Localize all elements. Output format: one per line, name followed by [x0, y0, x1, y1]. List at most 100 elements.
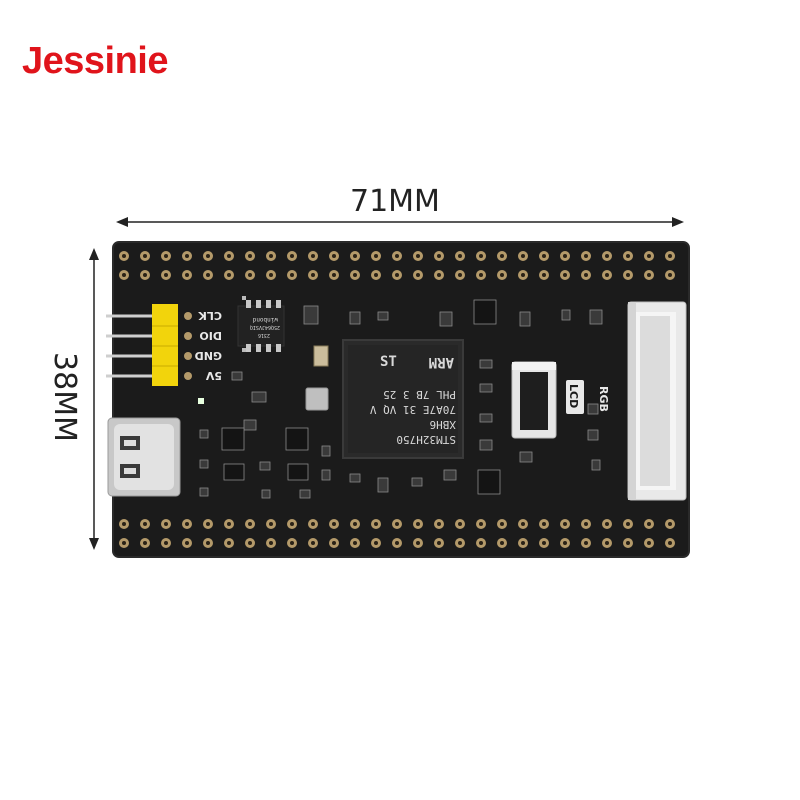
- gpio-pad-hole: [290, 522, 294, 526]
- smd-component: [251, 391, 267, 403]
- gpio-pad-rows: [119, 251, 675, 548]
- gpio-pad-hole: [164, 522, 168, 526]
- gpio-pad-hole: [605, 254, 609, 258]
- gpio-pad-hole: [521, 541, 525, 545]
- gpio-pad-hole: [416, 254, 420, 258]
- pin-label-dio: DIO: [199, 329, 222, 342]
- gpio-pad-hole: [563, 541, 567, 545]
- smd-component: [377, 311, 389, 321]
- gpio-pad-hole: [122, 273, 126, 277]
- rgb-label: RGB: [597, 386, 610, 412]
- gpio-pad-hole: [290, 541, 294, 545]
- gpio-pad-hole: [206, 541, 210, 545]
- gpio-pad-hole: [584, 522, 588, 526]
- gpio-pad-hole: [311, 522, 315, 526]
- smd-component: [587, 429, 599, 441]
- gpio-pad-hole: [122, 254, 126, 258]
- gpio-pad-hole: [542, 522, 546, 526]
- pin-label-clk: CLK: [198, 309, 222, 322]
- gpio-pad-hole: [311, 273, 315, 277]
- gpio-pad-hole: [458, 522, 462, 526]
- smd-component: [223, 463, 245, 481]
- smd-component: [591, 459, 601, 471]
- smd-component: [321, 445, 331, 457]
- smd-component: [519, 451, 533, 463]
- gpio-pad-hole: [479, 273, 483, 277]
- gpio-pad-hole: [647, 254, 651, 258]
- gpio-pad-hole: [458, 254, 462, 258]
- smd-component: [199, 429, 209, 439]
- gpio-pad-hole: [269, 541, 273, 545]
- gpio-pad-hole: [605, 541, 609, 545]
- gpio-pad-hole: [626, 522, 630, 526]
- smd-component: [221, 427, 245, 451]
- gpio-pad-hole: [395, 522, 399, 526]
- gpio-pad-hole: [437, 522, 441, 526]
- gpio-pad-hole: [500, 522, 504, 526]
- gpio-pad-hole: [668, 273, 672, 277]
- smd-component: [303, 305, 319, 325]
- flash-chip-brand: winbond: [252, 316, 278, 323]
- gpio-pad-hole: [521, 522, 525, 526]
- gpio-pad-hole: [542, 541, 546, 545]
- smd-component: [287, 463, 309, 481]
- gpio-pad-hole: [584, 541, 588, 545]
- smd-component: [299, 489, 311, 499]
- gpio-pad-hole: [437, 541, 441, 545]
- pin-label-5v: 5V: [205, 369, 222, 382]
- gpio-pad-hole: [542, 273, 546, 277]
- smd-component: [479, 383, 493, 393]
- smd-component: [259, 461, 271, 471]
- gpio-pad-hole: [437, 254, 441, 258]
- gpio-pad-hole: [584, 273, 588, 277]
- gpio-pad-hole: [647, 541, 651, 545]
- gpio-pad-hole: [332, 541, 336, 545]
- smd-component: [479, 413, 493, 423]
- smd-component: [561, 309, 571, 321]
- pin-label-gnd: GND: [195, 349, 222, 362]
- smd-component: [285, 427, 309, 451]
- brand-text: Jessinie: [22, 40, 169, 82]
- gpio-pad-hole: [164, 273, 168, 277]
- small-crystal: [313, 345, 329, 367]
- gpio-pad-hole: [458, 273, 462, 277]
- gpio-pad-hole: [374, 522, 378, 526]
- gpio-pad-hole: [605, 273, 609, 277]
- smd-component: [587, 403, 599, 415]
- crystal-oscillator: [305, 387, 329, 411]
- gpio-pad-hole: [626, 273, 630, 277]
- gpio-pad-hole: [374, 254, 378, 258]
- gpio-pad-hole: [353, 254, 357, 258]
- gpio-pad-hole: [311, 541, 315, 545]
- gpio-pad-hole: [332, 254, 336, 258]
- gpio-pad-hole: [227, 254, 231, 258]
- gpio-pad-hole: [563, 273, 567, 277]
- gpio-pad-hole: [521, 273, 525, 277]
- smd-component: [477, 469, 501, 495]
- gpio-pad-hole: [563, 522, 567, 526]
- gpio-pad-hole: [269, 254, 273, 258]
- smd-components: [199, 299, 603, 499]
- lcd-fpc-connector: [511, 361, 557, 439]
- gpio-pad-hole: [395, 541, 399, 545]
- mcu-chip: STM32H750 XBH6 70A7E 31 VQ V PHL 7B 3 25…: [342, 339, 464, 459]
- smd-component: [231, 371, 243, 381]
- gpio-pad-hole: [668, 522, 672, 526]
- gpio-pad-hole: [290, 254, 294, 258]
- smd-component: [589, 309, 603, 325]
- gpio-pad-hole: [248, 254, 252, 258]
- gpio-pad-hole: [584, 254, 588, 258]
- gpio-pad-hole: [248, 522, 252, 526]
- gpio-pad-hole: [164, 254, 168, 258]
- gpio-pad-hole: [353, 522, 357, 526]
- gpio-pad-hole: [374, 273, 378, 277]
- gpio-pad-hole: [311, 254, 315, 258]
- gpio-pad-hole: [647, 522, 651, 526]
- gpio-pad-hole: [269, 522, 273, 526]
- flash-chip-part: 25Q64JVSIQ: [250, 324, 280, 330]
- gpio-pad-hole: [290, 273, 294, 277]
- mcu-line-1: STM32H750: [396, 433, 456, 446]
- smd-component: [199, 487, 209, 497]
- gpio-pad-hole: [353, 273, 357, 277]
